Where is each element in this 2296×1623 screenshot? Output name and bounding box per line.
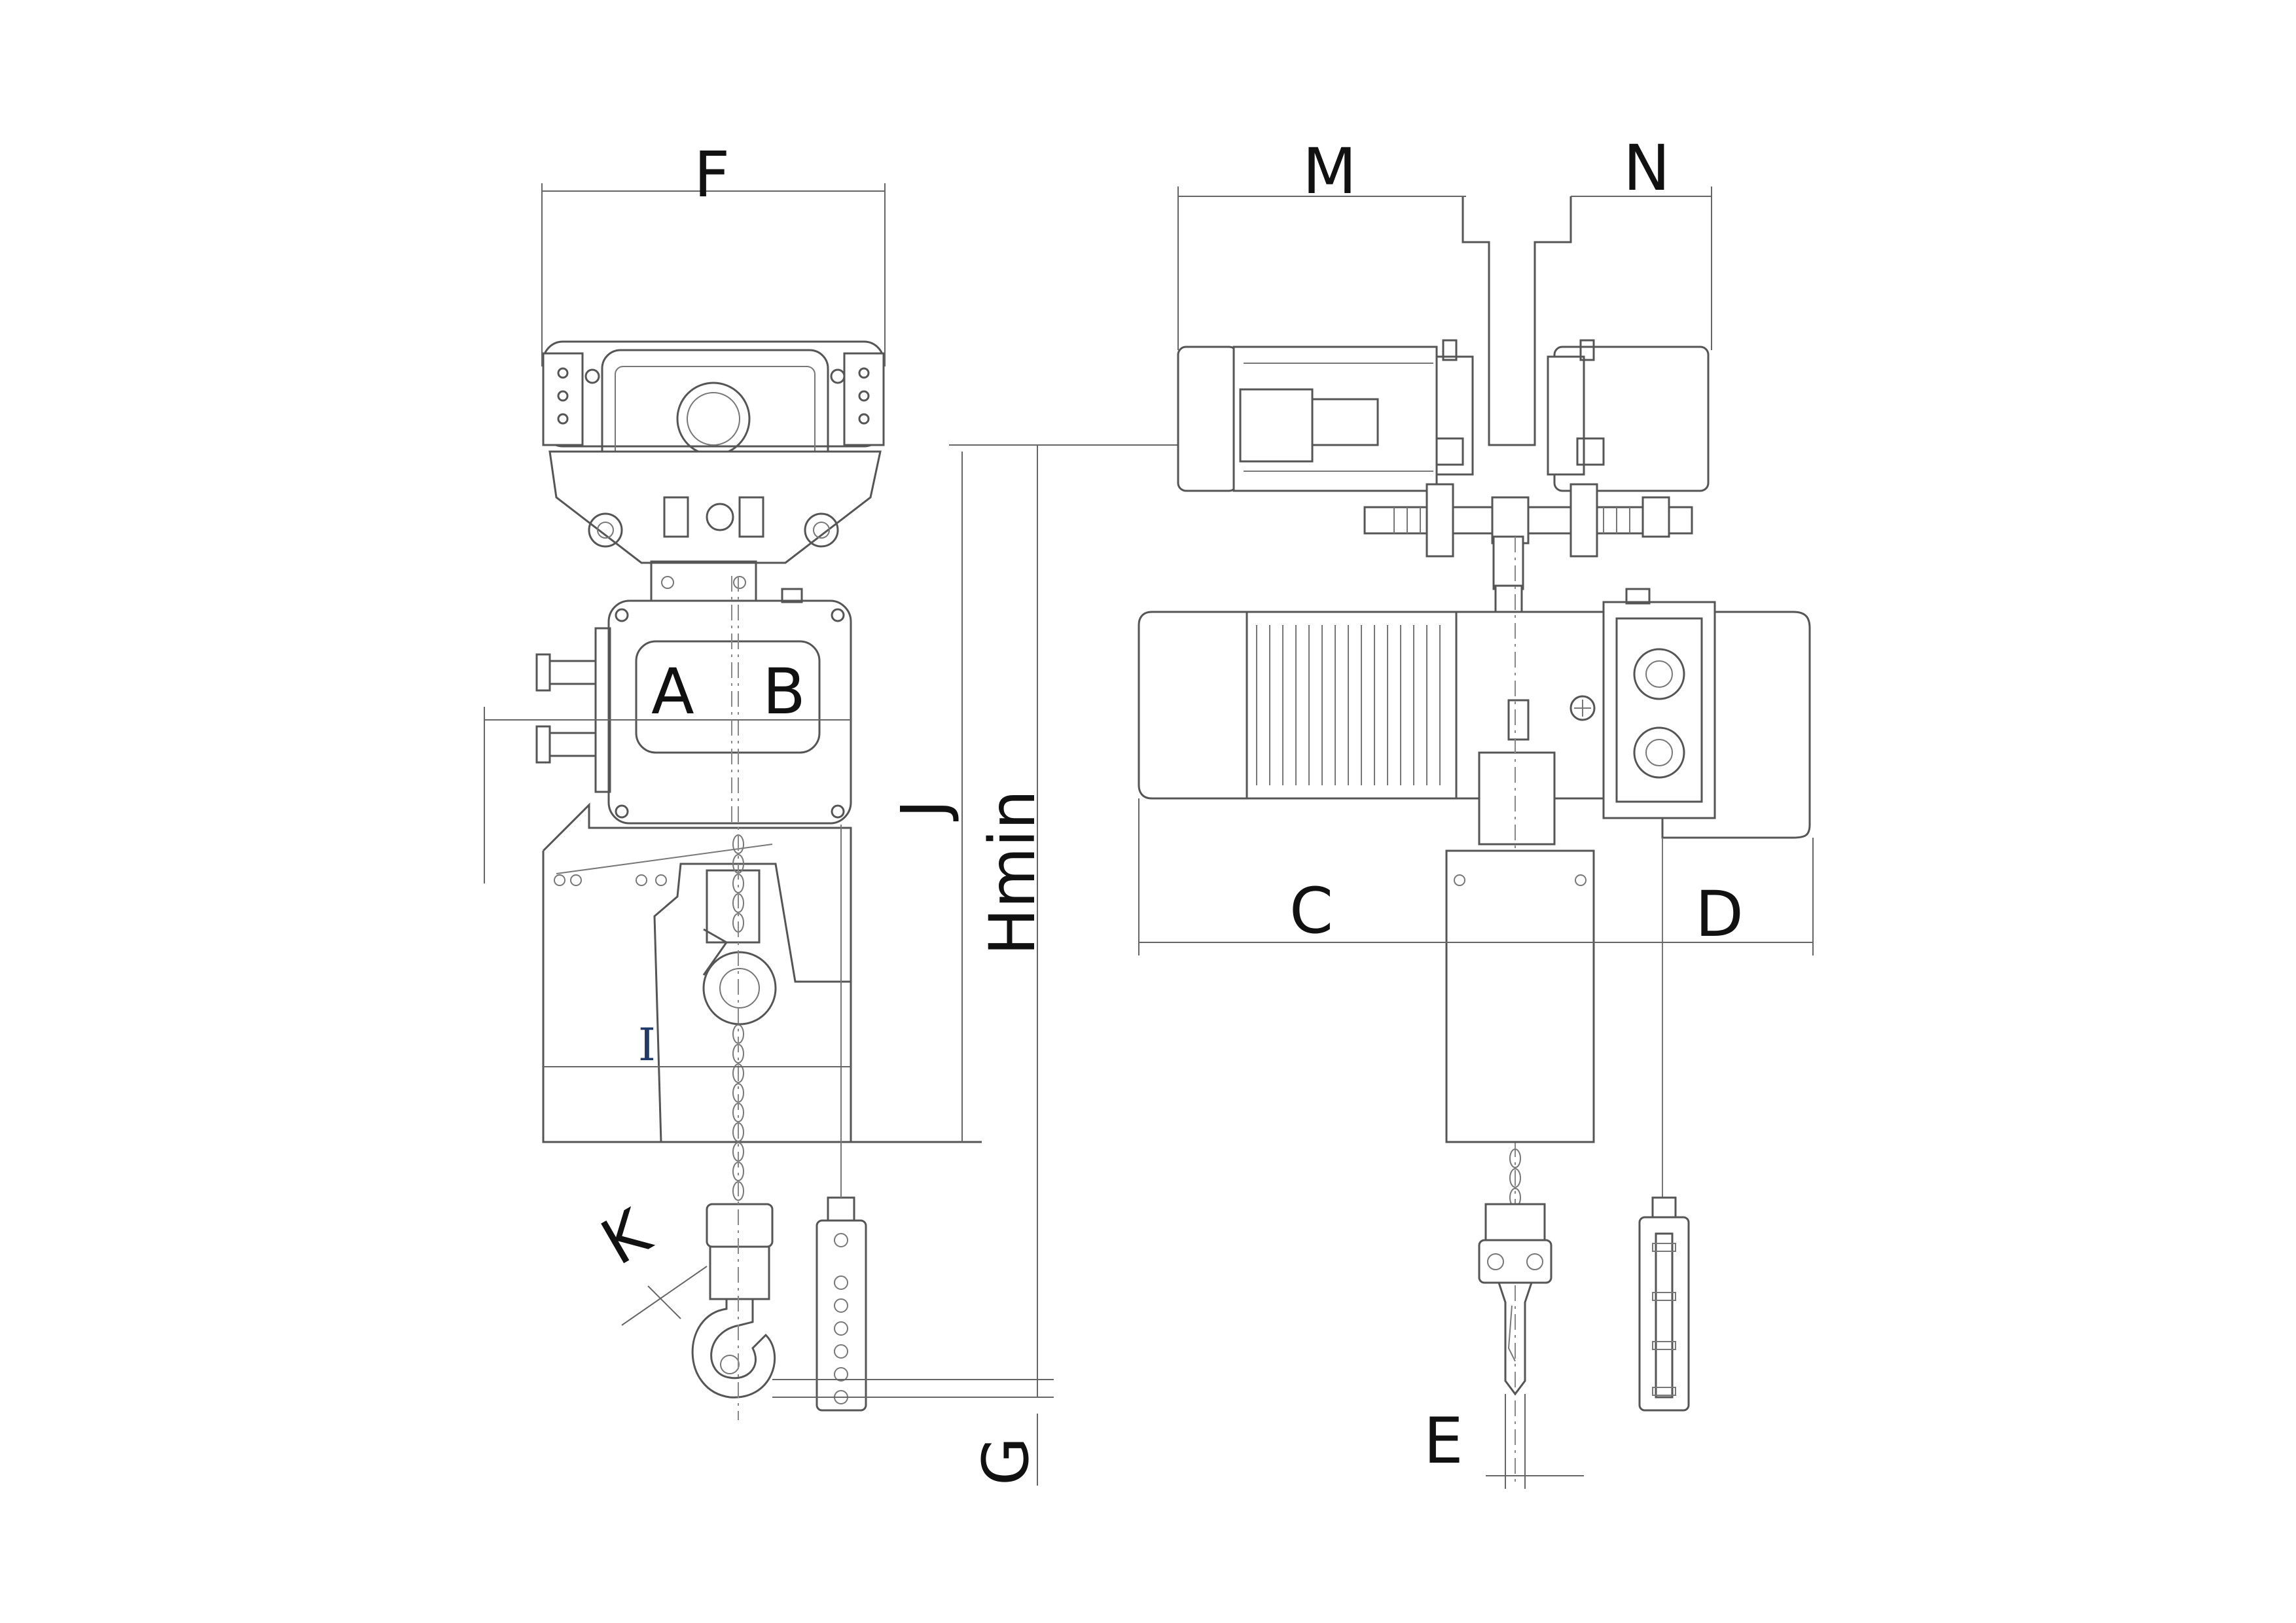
label-f: F — [694, 138, 730, 211]
label-a: A — [651, 655, 694, 728]
label-i: I — [638, 1020, 656, 1071]
label-c: C — [1289, 874, 1333, 948]
label-m: M — [1302, 135, 1357, 208]
label-e: E — [1424, 1404, 1463, 1478]
label-g: G — [969, 1437, 1043, 1486]
front-view — [535, 340, 982, 1420]
label-hmin: Hmin — [976, 790, 1049, 955]
side-view — [1138, 196, 1811, 1486]
side-view-dimensions — [1138, 187, 1814, 1489]
front-view-dimensions — [484, 183, 1178, 1486]
label-n: N — [1623, 132, 1670, 205]
dimension-labels: F M N A B J Hmin C D I K G E — [590, 132, 1744, 1486]
label-k: K — [590, 1194, 663, 1279]
label-d: D — [1695, 878, 1744, 951]
label-b: B — [762, 655, 806, 728]
label-j: J — [888, 800, 961, 821]
